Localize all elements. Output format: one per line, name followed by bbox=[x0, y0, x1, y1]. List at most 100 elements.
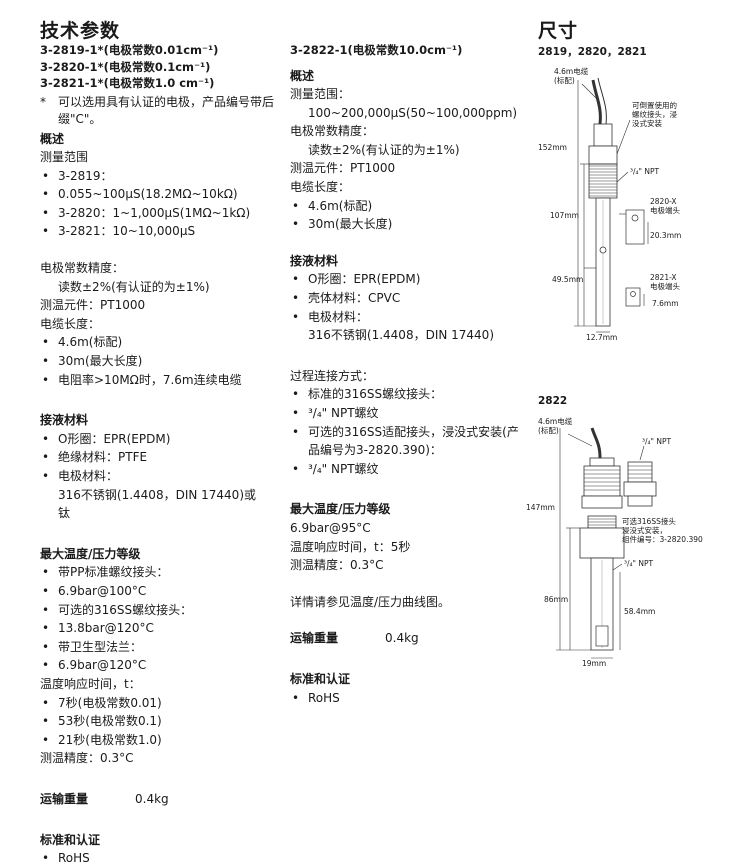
response-label: 温度响应时间，t： bbox=[40, 676, 141, 691]
cert-item: RoHS bbox=[290, 689, 535, 708]
figure2-label: 2822 bbox=[538, 395, 568, 407]
temp-accuracy: 测温精度：0.3°C bbox=[290, 558, 384, 573]
left-spec-column: 3-2819-1*(电极常数0.01cm⁻¹) 3-2820-1*(电极常数0.… bbox=[40, 42, 280, 867]
fig1-sensor-port bbox=[599, 246, 607, 254]
fig1-tip2820-detail bbox=[625, 209, 645, 245]
wetted-item: O形圈：EPR(EPDM) bbox=[290, 270, 535, 289]
cert-heading: 标准和认证 bbox=[40, 832, 101, 847]
fig1-cable-sub: (标配) bbox=[554, 75, 575, 85]
certified-note: * 可以选用具有认证的电极，产品编号带后缀"C"。 bbox=[40, 94, 280, 128]
range-item: 3-2820：1~1,000μS(1MΩ~1kΩ) bbox=[40, 204, 280, 223]
wetted-heading: 接液材料 bbox=[40, 413, 89, 428]
figure1-drawing: 4.6m电缆 (标配) 可倒置使用的 螺纹接头，浸 没式安装 ³/₄" NPT bbox=[538, 66, 681, 342]
figure2-drawing: 4.6m电缆 (标配) ³/₄" N bbox=[526, 416, 703, 668]
overview-heading: 概述 bbox=[290, 68, 315, 83]
fig2-npt-top: ³/₄" NPT bbox=[642, 437, 672, 446]
cert-list: RoHS bbox=[290, 689, 535, 708]
fig1-dim495: 49.5mm bbox=[552, 275, 583, 284]
range-2819-value: 0.055~100μS(18.2MΩ~10kΩ) bbox=[40, 185, 280, 204]
middle-spec-column: 3-2822-1(电极常数10.0cm⁻¹) 概述 测量范围： 100~200,… bbox=[290, 42, 535, 707]
process-label: 过程连接方式： bbox=[290, 368, 375, 383]
fig1-note-line: 可倒置使用的 bbox=[632, 100, 677, 110]
cable-item: 电阻率>10MΩ时，7.6m连续电缆 bbox=[40, 371, 280, 390]
wetted-item: 电极材料： bbox=[40, 467, 280, 486]
cable-item: 30m(最大长度) bbox=[40, 352, 280, 371]
shipping-weight: 运输重量 0.4kg bbox=[40, 790, 280, 809]
fig2-npt-mid-leader bbox=[612, 563, 623, 571]
electrode-material: 316不锈钢(1.4408，DIN 17440)或钛 bbox=[58, 487, 257, 521]
fig1-note-leader bbox=[616, 119, 631, 155]
fig1-threads bbox=[589, 165, 617, 197]
weight-label: 运输重量 bbox=[40, 791, 89, 806]
curve-note: 详情请参见温度/压力曲线图。 bbox=[290, 594, 451, 609]
note-mark: * bbox=[40, 94, 46, 109]
fig1-cable-leader bbox=[581, 83, 599, 101]
cable-list: 4.6m(标配) 30m(最大长度) 电阻率>10MΩ时，7.6m连续电缆 bbox=[40, 333, 280, 389]
fig1-dim107: 107mm bbox=[550, 211, 579, 220]
maxtp-value: 6.9bar@100°C bbox=[40, 582, 280, 601]
process-item: 可选的316SS适配接头，浸没式安装(产品编号为3-2820.390)： bbox=[290, 423, 525, 460]
maxtp-item: 带PP标准螺纹接头： bbox=[40, 563, 280, 582]
fig1-tip2820-hole bbox=[631, 214, 639, 222]
maxtp-value: 6.9bar@95°C bbox=[290, 520, 371, 535]
fig1-dim152: 152mm bbox=[538, 143, 567, 152]
fig2-dim147: 147mm bbox=[526, 503, 555, 512]
fig1-cable-boot bbox=[593, 123, 613, 147]
temp-accuracy: 测温精度：0.3°C bbox=[40, 751, 134, 766]
cell-accuracy-value: 读数±2%(有认证的为±1%) bbox=[308, 142, 460, 157]
wetted-item: 电极材料： bbox=[290, 308, 535, 327]
fig2-collar bbox=[579, 527, 625, 559]
fig1-cable-label: 4.6m电缆 bbox=[554, 66, 589, 76]
fig2-adapter-note: 组件编号：3-2820.390 bbox=[622, 534, 703, 544]
cable-list: 4.6m(标配) 30m(最大长度) bbox=[290, 197, 535, 234]
temp-element: 测温元件：PT1000 bbox=[40, 298, 146, 313]
fig1-tip2821-detail bbox=[625, 287, 641, 307]
process-item: 标准的316SS螺纹接头： bbox=[290, 385, 535, 404]
wetted-item: 壳体材料：CPVC bbox=[290, 289, 535, 308]
fig1-cable bbox=[591, 79, 602, 125]
wetted-heading: 接液材料 bbox=[290, 253, 339, 268]
page-title: 技术参数 bbox=[40, 20, 121, 42]
model-2821: 3-2821-1*(电极常数1.0 cm⁻¹) bbox=[40, 76, 215, 90]
shipping-weight: 运输重量 0.4kg bbox=[290, 629, 535, 648]
model-2819: 3-2819-1*(电极常数0.01cm⁻¹) bbox=[40, 43, 219, 57]
temp-element: 测温元件：PT1000 bbox=[290, 161, 396, 176]
cert-list: RoHS bbox=[40, 849, 280, 867]
fig1-tip2821-label: 电极端头 bbox=[650, 281, 680, 291]
fig2-cable-label: 4.6m电缆 bbox=[538, 416, 573, 426]
maxtp-item: 带卫生型法兰： bbox=[40, 638, 280, 657]
maxtp-value: 13.8bar@120°C bbox=[40, 619, 280, 638]
fig1-note-line: 没式安装 bbox=[632, 118, 662, 128]
fig2-tip-window bbox=[595, 625, 609, 647]
fig2-cable bbox=[590, 427, 602, 459]
fig1-npt: ³/₄" NPT bbox=[630, 167, 660, 176]
fig1-dim76: 7.6mm bbox=[652, 299, 679, 308]
fig2-adapter-threads bbox=[628, 465, 652, 479]
fig2-lower-threads bbox=[588, 518, 616, 526]
cell-accuracy-value: 读数±2%(有认证的为±1%) bbox=[58, 279, 210, 294]
cell-accuracy-label: 电极常数精度： bbox=[290, 124, 375, 139]
fig1-tip2821-label: 2821-X bbox=[650, 273, 677, 282]
fig1-npt-leader bbox=[616, 171, 629, 183]
fig2-adapter-hex bbox=[623, 481, 657, 497]
dimensions-title: 尺寸 bbox=[538, 20, 579, 42]
cell-accuracy-label: 电极常数精度： bbox=[40, 261, 125, 276]
fig2-adapter-base bbox=[627, 495, 653, 507]
range-item: 3-2819： bbox=[40, 167, 280, 186]
fig1-dim127: 12.7mm bbox=[586, 333, 617, 342]
fig1-tip2820-label: 电极端头 bbox=[650, 205, 680, 215]
wetted-item: 绝缘材料：PTFE bbox=[40, 448, 280, 467]
model-2820: 3-2820-1*(电极常数0.1cm⁻¹) bbox=[40, 59, 211, 74]
cert-heading: 标准和认证 bbox=[290, 671, 351, 686]
fig2-cap bbox=[589, 457, 615, 467]
response-list: 7秒(电极常数0.01) 53秒(电极常数0.1) 21秒(电极常数1.0) bbox=[40, 694, 280, 750]
fig1-cable-edge bbox=[597, 77, 607, 125]
cable-item: 4.6m(标配) bbox=[290, 197, 535, 216]
maxtp-value: 6.9bar@120°C bbox=[40, 656, 280, 675]
fig2-nut bbox=[581, 495, 623, 509]
fig2-dim584: 58.4mm bbox=[624, 607, 655, 616]
fig2-adapter-thread bbox=[627, 461, 653, 483]
fig2-adapter-note: 可选316SS接头 bbox=[622, 516, 676, 526]
process-value: ³/₄" NPT螺纹 bbox=[290, 404, 535, 423]
note-text: 可以选用具有认证的电极，产品编号带后缀"C"。 bbox=[58, 94, 275, 126]
